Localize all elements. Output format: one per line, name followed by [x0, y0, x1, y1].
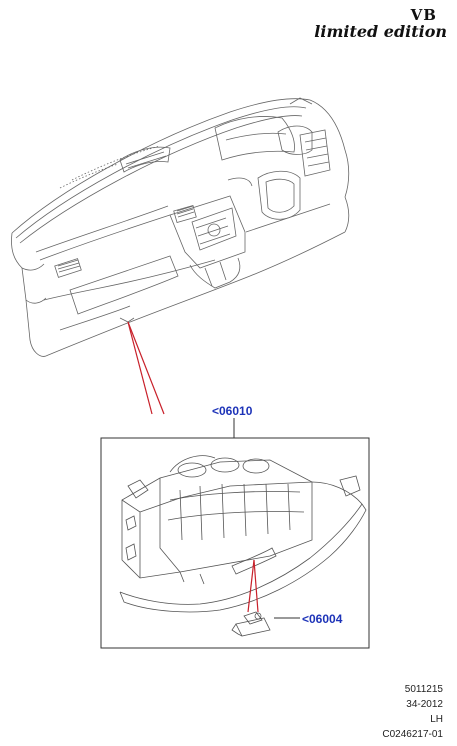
assembly-callout[interactable]: <06010: [212, 404, 253, 418]
detail-frame: [100, 437, 370, 649]
brand-code: VB: [410, 6, 437, 24]
leader-lines-latch: [247, 559, 259, 613]
illustration-code: C0246217-01: [382, 729, 443, 740]
reference-number: 5011215: [404, 684, 443, 695]
latch-part-illustration: [231, 611, 271, 637]
leader-lines-dashboard: [127, 321, 165, 415]
dashboard-illustration: [11, 97, 350, 357]
part-callout[interactable]: <06004: [302, 612, 343, 626]
drive-side: LH: [430, 714, 443, 725]
publication-date: 34-2012: [406, 699, 443, 710]
glovebox-illustration: [119, 455, 367, 613]
brand-edition: limited edition: [314, 22, 447, 41]
